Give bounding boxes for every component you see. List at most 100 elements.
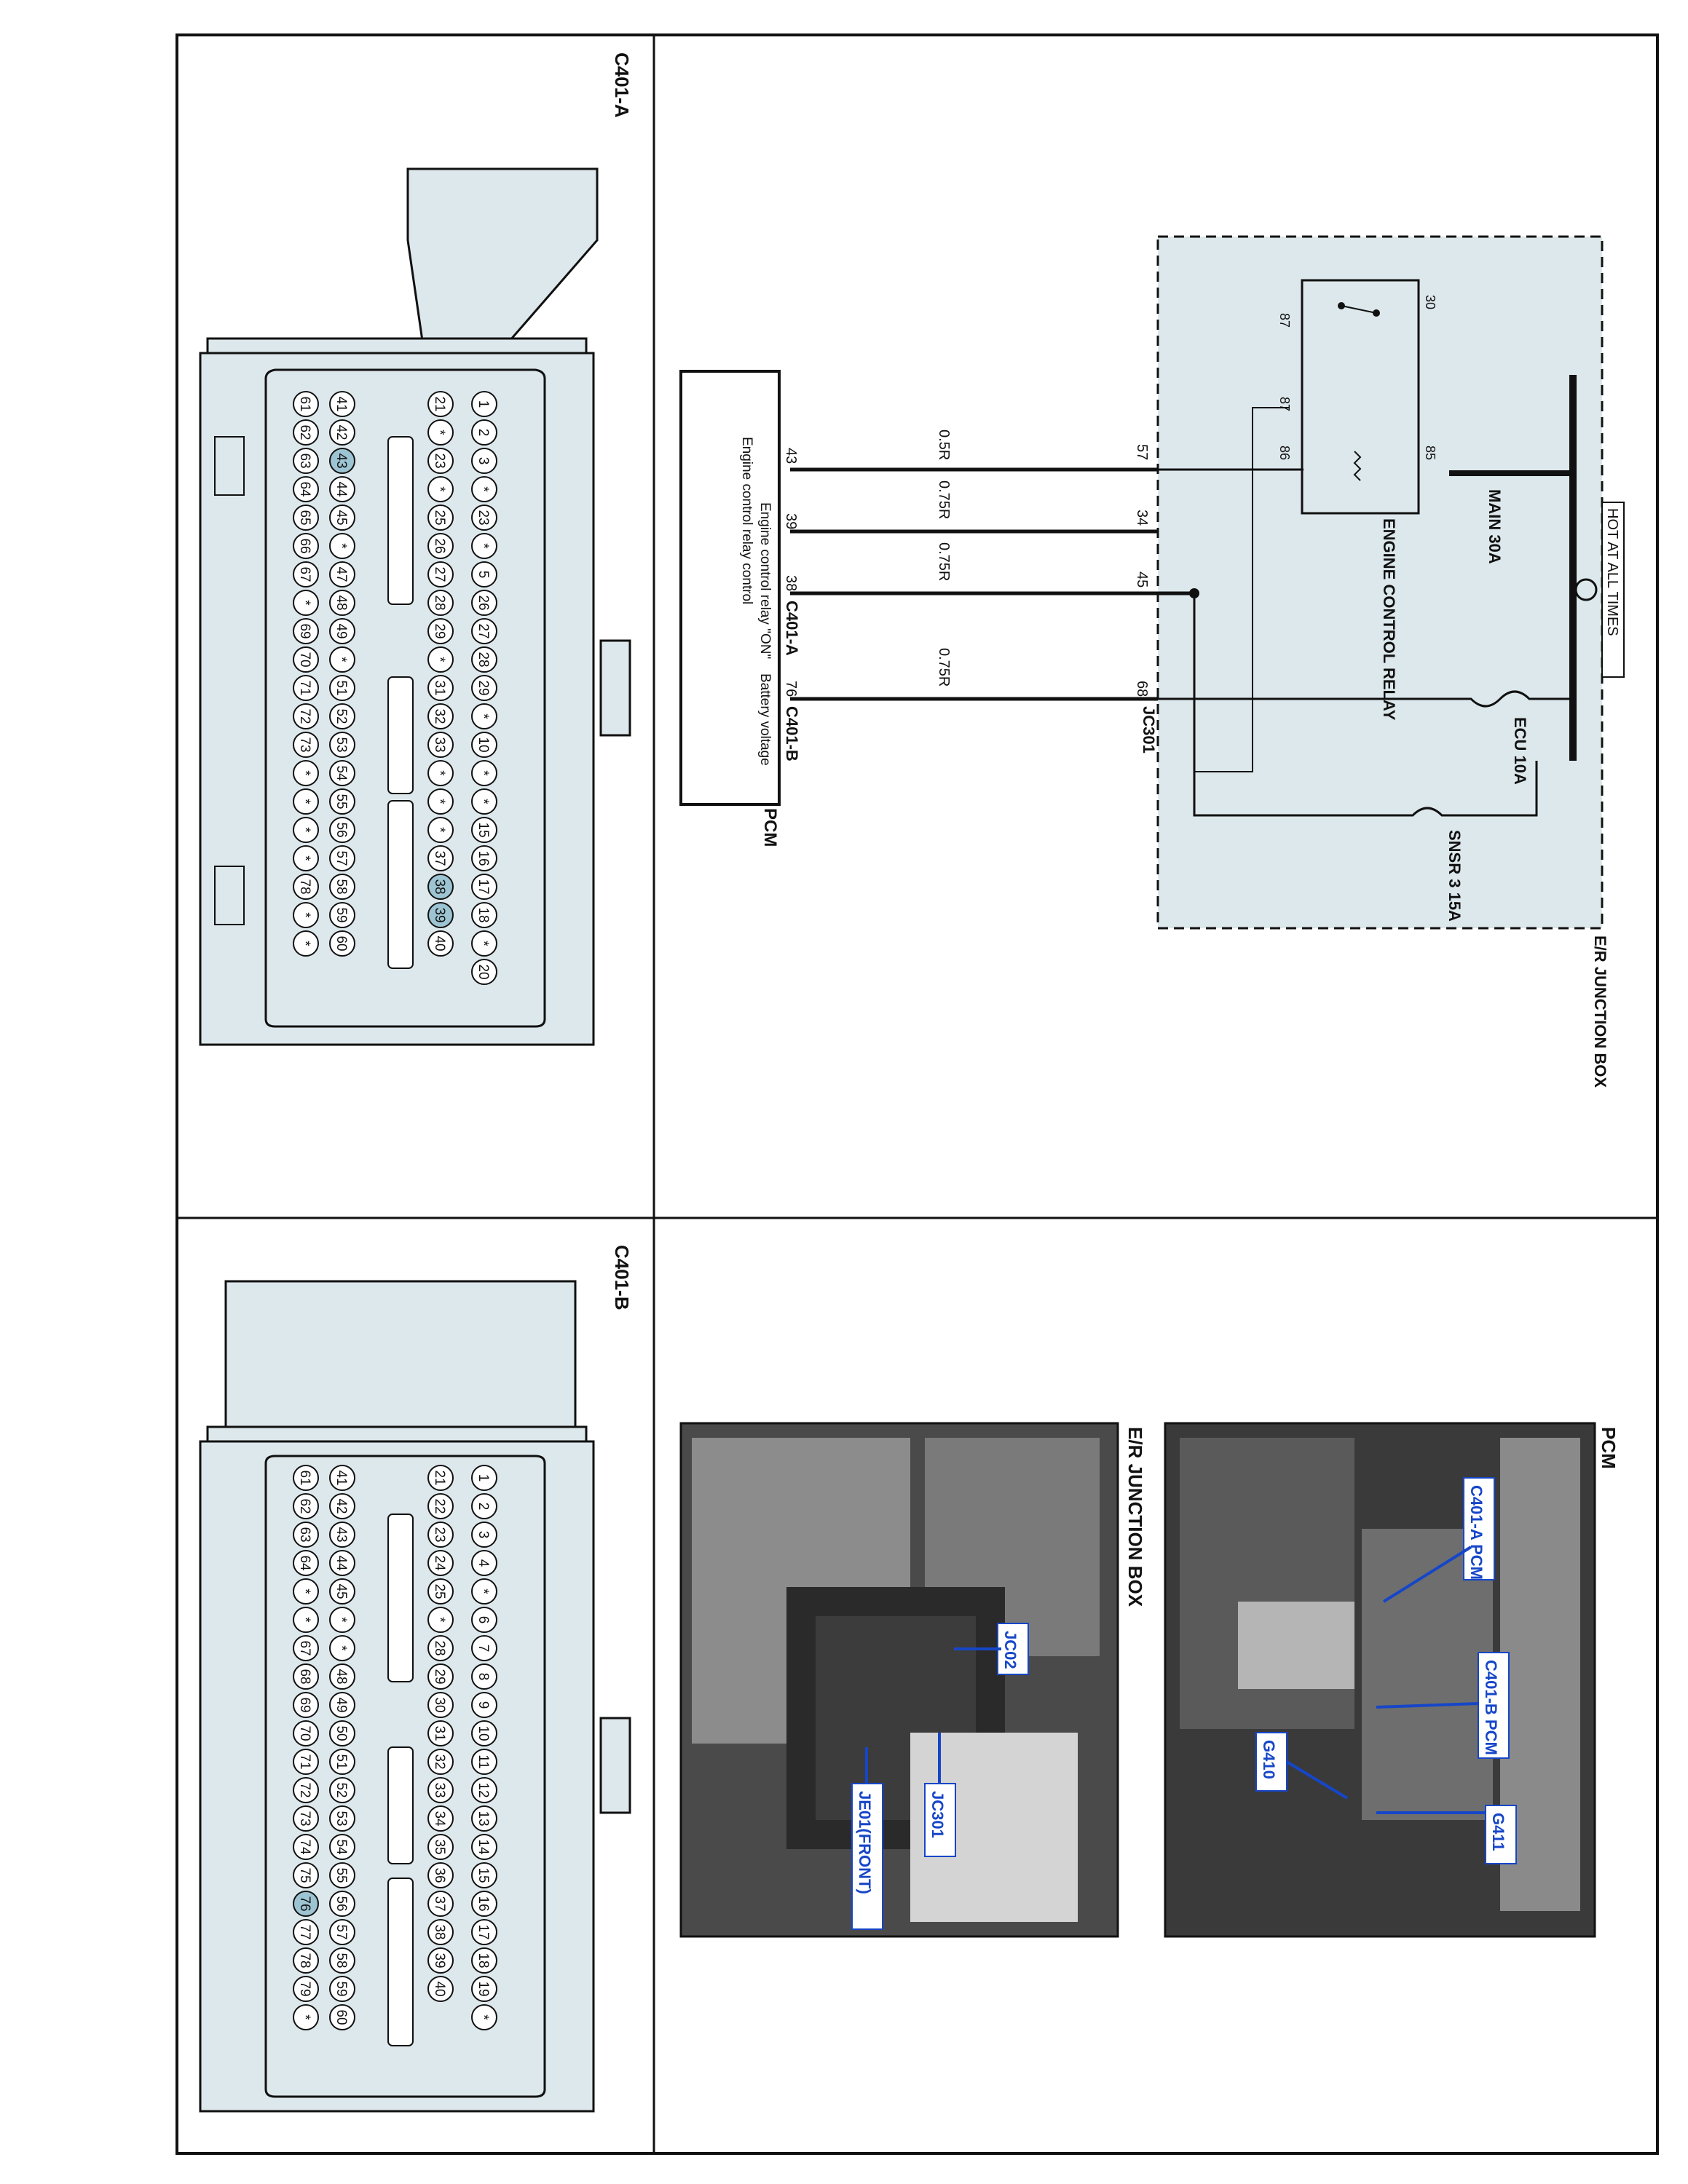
pin-label: * — [476, 486, 491, 492]
pin-circle — [329, 646, 355, 673]
pin-label: 2 — [476, 1503, 491, 1511]
pin-label: 20 — [476, 964, 491, 979]
pin-label: 78 — [297, 879, 312, 894]
hot-label: HOT AT ALL TIMES — [1604, 508, 1620, 636]
pin-label: 11 — [476, 1754, 491, 1769]
pin-circle — [471, 902, 497, 928]
pin-circle — [293, 1522, 319, 1548]
pin-label: * — [432, 1617, 447, 1623]
pin-circle — [293, 1834, 319, 1860]
pin-circle — [427, 1578, 454, 1605]
pin-circle — [427, 1692, 454, 1718]
callout-g411: G411 — [1489, 1813, 1507, 1851]
pin-circle — [427, 1465, 454, 1491]
pin-label: 7 — [476, 1645, 491, 1653]
pin-label: 64 — [297, 1555, 312, 1571]
pin-label: 18 — [476, 1952, 491, 1968]
pin-circle — [471, 533, 497, 559]
pin-label: 60 — [334, 935, 349, 951]
pin-circle — [329, 1663, 355, 1690]
pin-label: 55 — [334, 1867, 349, 1883]
pin-label: 68 — [297, 1669, 312, 1684]
pin-label: 31 — [432, 680, 447, 695]
pin-circle — [293, 1891, 319, 1917]
pin-label: 6 — [476, 1616, 491, 1624]
pin-circle — [427, 1947, 454, 1974]
pin-circle — [427, 1777, 454, 1803]
pin-label: 75 — [297, 1867, 312, 1883]
pin-label: 51 — [334, 1754, 349, 1769]
pin-circle — [329, 618, 355, 644]
pin-label: 42 — [334, 424, 349, 440]
pin-circle — [427, 590, 454, 616]
pin-label: 16 — [476, 850, 491, 866]
pin-circle — [329, 1805, 355, 1832]
pin-label: 21 — [432, 396, 447, 411]
pin-circle — [293, 391, 319, 417]
pin-label: 48 — [334, 595, 349, 610]
pin-label: 30 — [432, 1697, 447, 1712]
pin-label: 15 — [476, 1867, 491, 1883]
relay-pin-86: 86 — [1277, 446, 1292, 460]
pin-circle — [329, 1550, 355, 1576]
pin-circle — [427, 902, 454, 928]
pin-label: 70 — [297, 652, 312, 667]
pin-label: 32 — [432, 708, 447, 724]
pin-circle — [293, 1947, 319, 1974]
pin-circle — [329, 1834, 355, 1860]
pin-label: 67 — [297, 566, 312, 582]
pin-circle — [329, 1976, 355, 2002]
pin-label: 38 — [432, 879, 447, 894]
ecu-fuse-label: ECU 10A — [1511, 717, 1529, 785]
pin-circle — [471, 391, 497, 417]
pin-label: 1 — [476, 400, 491, 408]
pin-circle — [293, 1607, 319, 1633]
pin-circle — [471, 2004, 497, 2030]
pin-label: 52 — [334, 708, 349, 724]
relay-pin-30: 30 — [1423, 295, 1437, 309]
pin-label: 44 — [334, 481, 349, 497]
pin-circle — [293, 590, 319, 616]
pin-circle — [329, 1720, 355, 1746]
pcm-pin-43: 43 — [783, 448, 799, 464]
callout-jc301: JC301 — [928, 1791, 947, 1838]
pin-circle — [293, 533, 319, 559]
pin-circle — [329, 419, 355, 446]
pin-circle — [293, 1720, 319, 1746]
pin-label: 60 — [334, 2009, 349, 2025]
callout-c401a-pcm: C401-A PCM — [1467, 1485, 1486, 1580]
pin-label: 55 — [334, 794, 349, 809]
pin-label: 37 — [432, 1896, 447, 1911]
schematic: E/R JUNCTION BOX HOT AT ALL TIMES MAIN 3… — [679, 235, 1625, 1088]
pin-circle — [293, 1919, 319, 1945]
pin-label: 21 — [432, 1470, 447, 1485]
pin-circle — [471, 788, 497, 815]
pin-circle — [427, 1522, 454, 1548]
sheet-frame — [175, 33, 1659, 2155]
pin-circle — [293, 1862, 319, 1888]
pin-label: 23 — [432, 453, 447, 468]
pin-label: 43 — [334, 453, 349, 468]
pin-label: 65 — [297, 510, 312, 525]
pin-circle — [471, 845, 497, 871]
pin-circle — [329, 1607, 355, 1633]
connector-a-lever — [406, 167, 599, 342]
pin-label: * — [432, 799, 447, 804]
pin-label: 29 — [476, 680, 491, 695]
pin-label: 17 — [476, 1924, 491, 1939]
pin-circle — [471, 618, 497, 644]
relay-coil-icon — [1353, 451, 1362, 481]
pin-circle — [293, 817, 319, 843]
pin-label: 29 — [432, 1669, 447, 1684]
photo-pcm-title: PCM — [1598, 1427, 1620, 1469]
pin-circle — [427, 817, 454, 843]
pin-label: * — [476, 1588, 491, 1594]
jc-pin-57: 57 — [1134, 444, 1150, 460]
pin-circle — [329, 561, 355, 587]
pin-label: * — [334, 657, 349, 662]
pin-label: 28 — [432, 595, 447, 610]
pin-label: 52 — [334, 1782, 349, 1797]
pin-label: 67 — [297, 1640, 312, 1655]
pin-label: 14 — [476, 1839, 491, 1855]
pin-label: * — [432, 657, 447, 662]
